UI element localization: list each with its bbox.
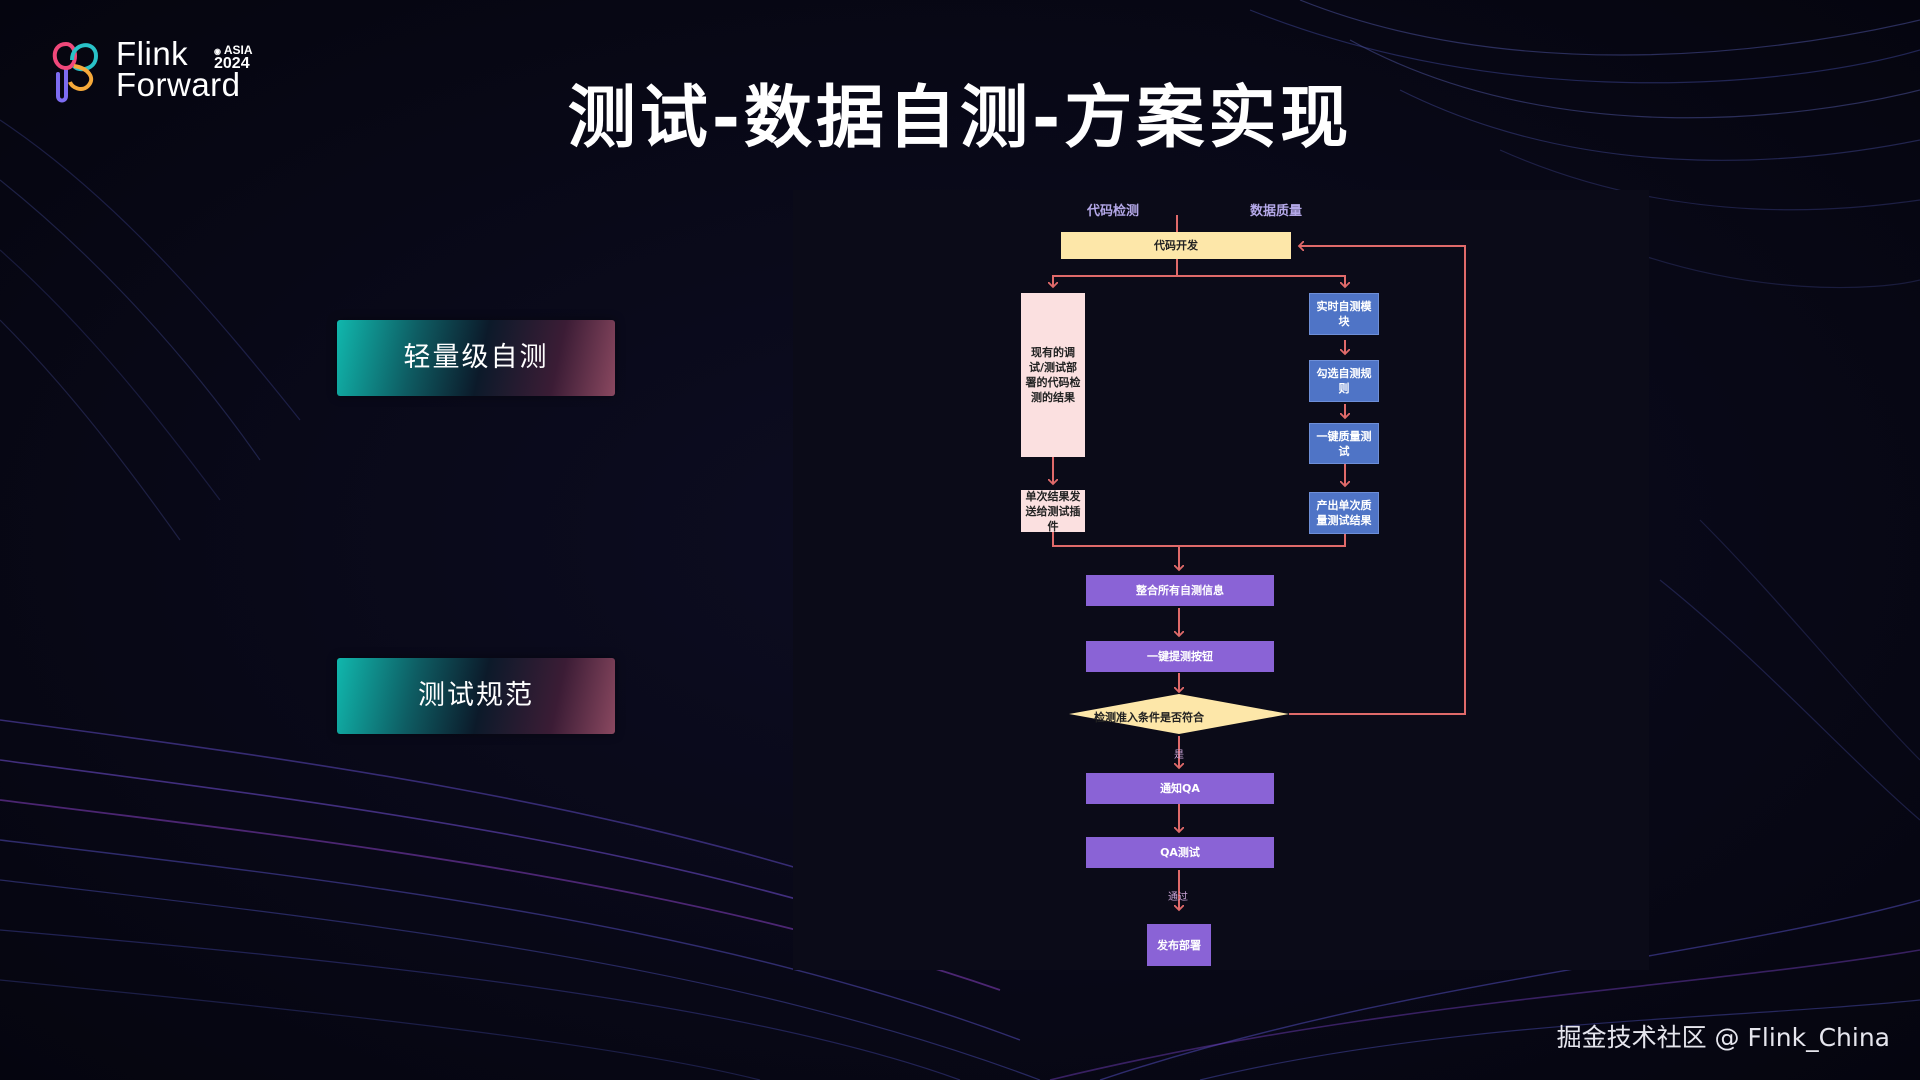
- node-integrate-info: 整合所有自测信息: [1086, 575, 1274, 606]
- logo-year: 2024: [214, 55, 250, 72]
- node-qa-test: QA测试: [1086, 837, 1274, 868]
- logo-badge-text: ASIA: [223, 43, 253, 57]
- watermark: 掘金技术社区 @ Flink_China: [1556, 1023, 1890, 1052]
- edge-label-yes: 是: [1174, 750, 1184, 761]
- flink-forward-logo: Flink Forward ◉ ASIA 2024: [48, 35, 268, 106]
- node-submit-button: 一键提测按钮: [1086, 641, 1274, 672]
- lightweight-selftest-button: 轻量级自测: [337, 320, 615, 396]
- node-onekey-quality: 一键质量测试: [1309, 423, 1379, 464]
- node-existing-results: 现有的调试/测试部署的代码检测的结果: [1021, 293, 1085, 457]
- asia-dot-icon: ◉: [214, 47, 221, 56]
- node-deploy: 发布部署: [1147, 924, 1211, 966]
- flink-logo-icon: [52, 41, 99, 103]
- lane-data-quality: 数据质量: [1250, 204, 1303, 219]
- logo-wordmark: Flink Forward: [116, 35, 241, 103]
- logo-line1: Flink: [116, 35, 189, 72]
- node-notify-qa: 通知QA: [1086, 773, 1274, 804]
- decision-diamond: [1069, 694, 1289, 734]
- logo-badge: ◉ ASIA: [214, 44, 253, 58]
- node-check-conditions: 检测准入条件是否符合: [1094, 711, 1204, 724]
- slide-title: 测试-数据自测-方案实现: [567, 79, 1353, 158]
- node-send-single-result: 单次结果发送给测试插件: [1021, 490, 1085, 533]
- node-realtime-selftest: 实时自测模块: [1309, 293, 1379, 335]
- lane-code-check: 代码检测: [1087, 204, 1140, 219]
- node-quality-result: 产出单次质量测试结果: [1309, 492, 1379, 534]
- test-standard-button: 测试规范: [337, 658, 615, 734]
- flowchart: 代码检测 数据质量 代码开发 现有的调试/测试部署的代码检测的结果 单次结果发送…: [793, 190, 1649, 970]
- logo-line2: Forward: [116, 66, 241, 103]
- edge-label-pass: 通过: [1168, 892, 1188, 903]
- node-select-rules: 勾选自测规则: [1309, 360, 1379, 402]
- node-code-dev: 代码开发: [1061, 232, 1291, 259]
